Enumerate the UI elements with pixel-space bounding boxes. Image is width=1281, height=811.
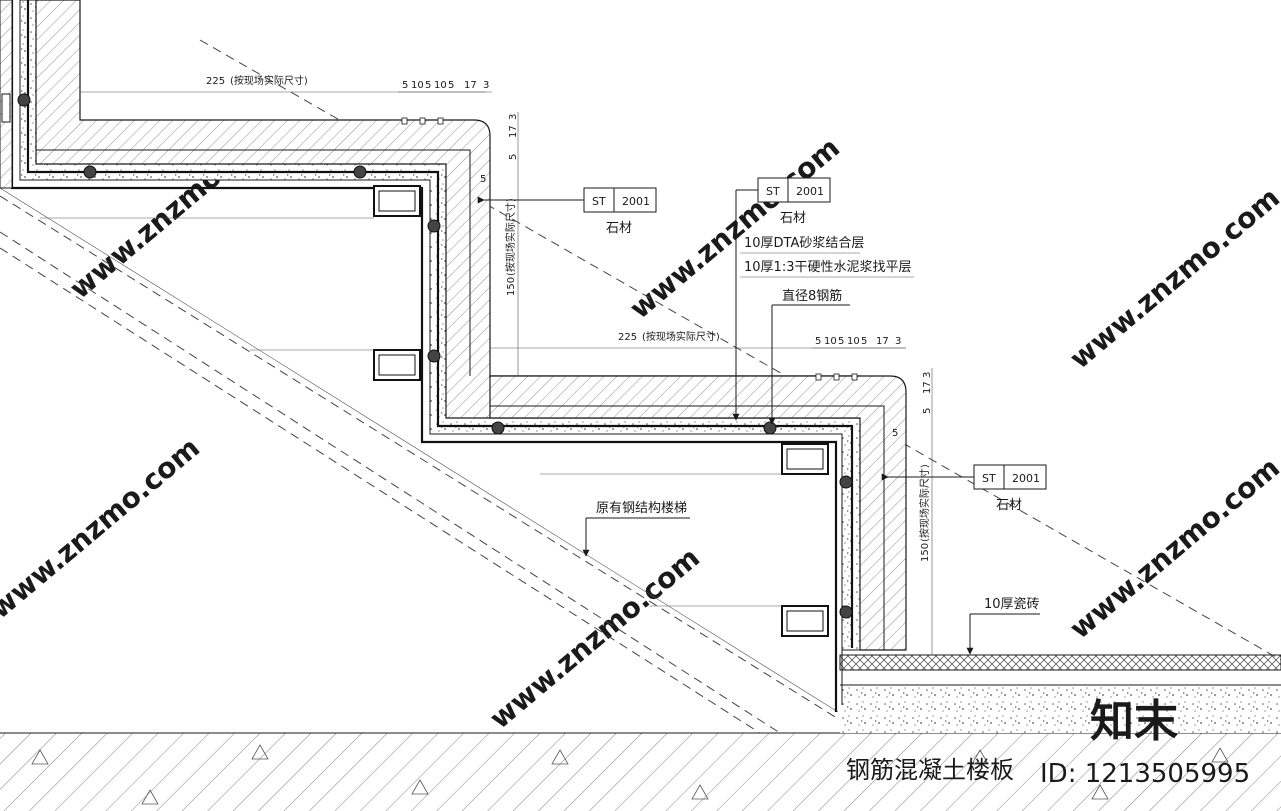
svg-text:17: 17 — [922, 381, 933, 394]
tread-dimension: 225 — [206, 76, 225, 87]
svg-text:5: 5 — [402, 80, 408, 91]
ground-floor-buildup — [839, 654, 1281, 733]
material-tag-2: ST 2001 石材 — [732, 177, 831, 421]
riser-dimension-note: (按现场实际尺寸) — [918, 464, 931, 542]
label-tile: 10厚瓷砖 — [984, 597, 1040, 612]
label-concrete-slab: 钢筋混凝土楼板 — [846, 756, 1014, 784]
tag-number: 2001 — [1012, 472, 1040, 485]
label-cement-leveling: 10厚1:3干硬性水泥浆找平层 — [744, 260, 911, 275]
tread-dimension-note: (按现场实际尺寸) — [230, 74, 308, 87]
svg-text:10: 10 — [434, 80, 447, 91]
groove-dimension-row: 5 10 5 10 5 17 3 — [398, 80, 492, 93]
svg-text:5: 5 — [448, 80, 454, 91]
tread-dimension: 225 — [618, 332, 637, 343]
riser-dimension-note: (按现场实际尺寸) — [504, 198, 517, 276]
svg-text:17: 17 — [876, 336, 889, 347]
label-stone: 石材 — [606, 221, 632, 236]
watermark-site: www.znzmo.com — [1063, 181, 1281, 375]
label-stone: 石材 — [996, 498, 1022, 513]
tag-number: 2001 — [796, 185, 824, 198]
id-watermark: ID: 1213505995 — [1040, 759, 1250, 789]
watermark-site: www.znzmo.com — [483, 541, 706, 735]
svg-text:17: 17 — [464, 80, 477, 91]
tag-code: ST — [766, 185, 780, 198]
svg-text:3: 3 — [895, 336, 901, 347]
svg-text:5: 5 — [892, 428, 898, 439]
svg-text:5: 5 — [922, 408, 933, 414]
material-tag-1: ST 2001 石材 — [477, 187, 657, 236]
upper-step-dimensions: 225 (按现场实际尺寸) 5 10 5 10 5 17 3 5 17 3 5 … — [80, 74, 519, 376]
svg-text:5: 5 — [508, 154, 519, 160]
steel-stair-stringer — [0, 39, 1281, 734]
svg-text:5: 5 — [861, 336, 867, 347]
steel-frame — [10, 0, 843, 712]
svg-text:10: 10 — [824, 336, 837, 347]
svg-text:3: 3 — [508, 114, 519, 120]
riser-dimension: 150 — [920, 543, 931, 562]
tread-dimension-note: (按现场实际尺寸) — [642, 330, 720, 343]
steel-stair-callout: 原有钢结构楼梯 — [582, 501, 690, 557]
svg-text:10: 10 — [411, 80, 424, 91]
label-rebar: 直径8钢筋 — [782, 288, 842, 304]
lower-step-dimensions: 225 (按现场实际尺寸) 5 10 5 10 5 17 3 5 17 3 5 … — [490, 330, 933, 655]
svg-text:5: 5 — [838, 336, 844, 347]
svg-text:3: 3 — [922, 372, 933, 378]
rebar-dots — [17, 93, 853, 619]
watermark-site: www.znzmo.com — [0, 431, 206, 625]
groove-dimension-row: 5 10 5 10 5 17 3 — [812, 336, 906, 349]
svg-text:17: 17 — [508, 125, 519, 138]
lower-stone-step — [489, 373, 907, 651]
label-steel-stair: 原有钢结构楼梯 — [596, 501, 687, 516]
floor-tile-layer — [839, 654, 1281, 671]
svg-text:10: 10 — [847, 336, 860, 347]
label-dta-mortar: 10厚DTA砂浆结合层 — [744, 236, 864, 251]
label-stone: 石材 — [780, 211, 806, 226]
brand-logo-watermark: 知末 — [1090, 696, 1178, 747]
svg-text:5: 5 — [480, 174, 486, 185]
svg-text:3: 3 — [483, 80, 489, 91]
tile-callout: 10厚瓷砖 — [966, 597, 1040, 655]
watermark-site: www.znzmo.com — [1063, 451, 1281, 645]
material-tag-3: ST 2001 石材 — [881, 464, 1047, 513]
riser-dimension: 150 — [506, 277, 517, 296]
upper-landing-wall — [0, 0, 13, 189]
svg-text:5: 5 — [425, 80, 431, 91]
tag-code: ST — [982, 472, 996, 485]
svg-text:5: 5 — [815, 336, 821, 347]
layer-callouts: 10厚DTA砂浆结合层 10厚1:3干硬性水泥浆找平层 直径8钢筋 — [740, 236, 914, 425]
tag-number: 2001 — [622, 195, 650, 208]
mortar-layers — [19, 0, 861, 651]
tag-code: ST — [592, 195, 606, 208]
